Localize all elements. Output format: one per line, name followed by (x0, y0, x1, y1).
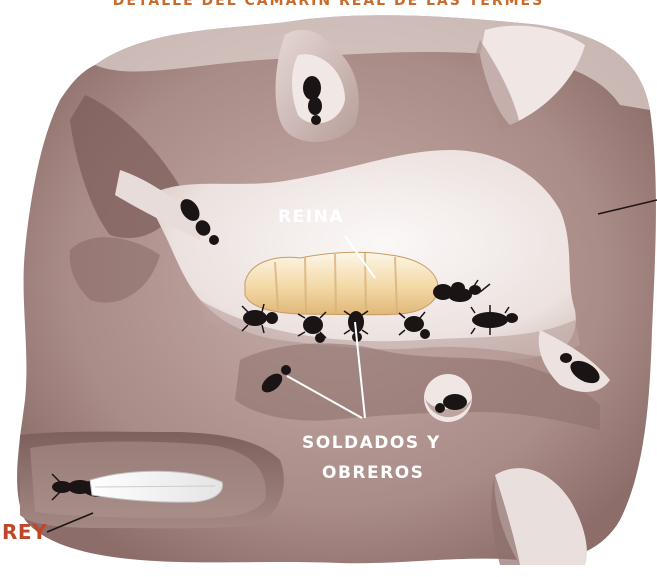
termite-row-1 (243, 310, 278, 326)
king-label: REY (2, 520, 47, 544)
soldiers-label-line1: SOLDADOS Y (302, 433, 441, 453)
soldiers-label-line2: OBREROS (322, 463, 424, 483)
queen-label: REINA (278, 207, 344, 227)
diagram-title: DETALLE DEL CAMARÍN REAL DE LAS TERMES (0, 0, 657, 9)
